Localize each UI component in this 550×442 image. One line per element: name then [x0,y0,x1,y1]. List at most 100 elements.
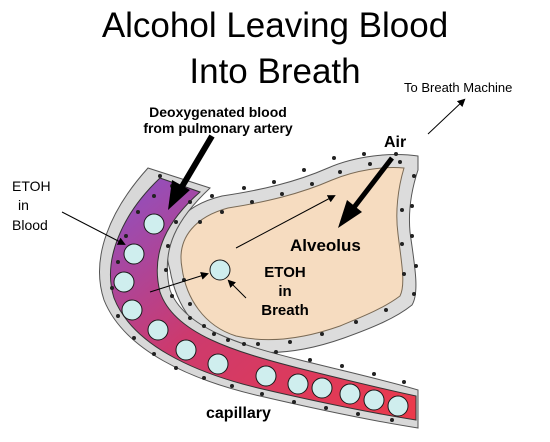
membrane-dot [242,186,246,190]
arrow-cell-to-alveolus [149,271,209,293]
etoh-molecule-breath [209,259,231,281]
membrane-dot [256,342,260,346]
membrane-dot [230,384,234,388]
membrane-dot [152,194,156,198]
membrane-dot [394,152,398,156]
membrane-dot [166,244,170,248]
arrow-to-breath-machine [427,98,466,135]
membrane-dot [202,324,206,328]
membrane-dot [362,152,366,156]
arrow-deoxygenated-blood [168,134,215,210]
membrane-dot [354,320,358,324]
membrane-dot [260,392,264,396]
membrane-dot [188,302,192,306]
membrane-dot [412,174,416,178]
blood-cell [123,243,145,265]
membrane-dot [324,406,328,410]
membrane-dot [202,376,206,380]
blood-cell [255,365,277,387]
blood-cell [287,373,309,395]
membrane-dot [174,366,178,370]
membrane-dot [414,264,418,268]
membrane-dot [280,192,284,196]
membrane-dot [390,418,394,422]
membrane-dot [132,336,136,340]
membrane-dot [188,200,192,204]
membrane-dot [332,156,336,160]
label-etoh-blood-line2: in [18,197,29,213]
blood-cell [143,213,165,235]
membrane-dot [170,294,174,298]
blood-cell [363,389,385,411]
blood-cell [175,339,197,361]
capillary-wall [99,167,419,429]
membrane-dot [310,182,314,186]
label-deoxygenated-line1: Deoxygenated blood [149,104,287,120]
arrow-breath-label [227,279,247,299]
blood-cells [113,213,409,417]
membrane-dot [400,208,404,212]
membrane-dot [340,364,344,368]
label-deoxygenated-line2: from pulmonary artery [143,120,293,136]
blood-cell [339,383,361,405]
label-etoh-breath-line2: in [278,283,292,300]
label-etoh-blood-line1: ETOH [12,178,51,194]
membrane-dot [210,194,214,198]
membrane-dot [292,400,296,404]
membrane-dot [250,200,254,204]
membrane-dot [152,352,156,356]
membrane-dot [402,380,406,384]
blood-cell [113,271,135,293]
label-etoh-breath-line1: ETOH [264,264,306,281]
blood-cell [387,395,409,417]
membrane-dot [400,242,404,246]
membrane-dot [136,210,140,214]
membrane-dot [356,412,360,416]
membrane-dot [338,170,342,174]
membrane-dot [410,234,414,238]
blood-cell [207,353,229,375]
blood-cell [121,299,143,321]
label-alveolus: Alveolus [290,236,361,255]
page-title-line1: Alcohol Leaving Blood [101,6,449,45]
membrane-dot [274,350,278,354]
membrane-dot [242,342,246,346]
membrane-dot [198,220,202,224]
membrane-dot [110,286,114,290]
membrane-dot [116,260,120,264]
blood-cell [147,319,169,341]
membrane-dot [412,292,416,296]
membrane-dot [320,332,324,336]
membrane-dot [158,174,162,178]
membrane-dot [372,372,376,376]
membrane-dot [402,272,406,276]
blood-cell [311,377,333,399]
label-etoh-breath-line3: Breath [261,302,309,319]
label-capillary: capillary [206,405,271,422]
membrane-dot [116,314,120,318]
membrane-dot [308,358,312,362]
membrane-dot [220,210,224,214]
arrow-etoh-in-blood [61,211,126,245]
membrane-dot [124,234,128,238]
membrane-dot [188,316,192,320]
arrow-alveolus-to-air [235,195,336,249]
membrane-dot [398,160,402,164]
membrane-dot [272,180,276,184]
membrane-dot [302,168,306,172]
label-to-breath-machine: To Breath Machine [404,80,513,95]
arrow-air-into-alveolus [338,156,394,228]
membrane-dot [368,162,372,166]
page-title-line2: Into Breath [189,52,361,91]
membrane-dot [226,338,230,342]
membrane-dot [174,220,178,224]
membrane-dot [410,204,414,208]
membrane-dot [164,268,168,272]
label-air: Air [384,134,407,151]
membrane-dot [288,340,292,344]
membrane-dot [384,308,388,312]
membrane-dot [212,332,216,336]
label-etoh-blood-line3: Blood [12,217,48,233]
